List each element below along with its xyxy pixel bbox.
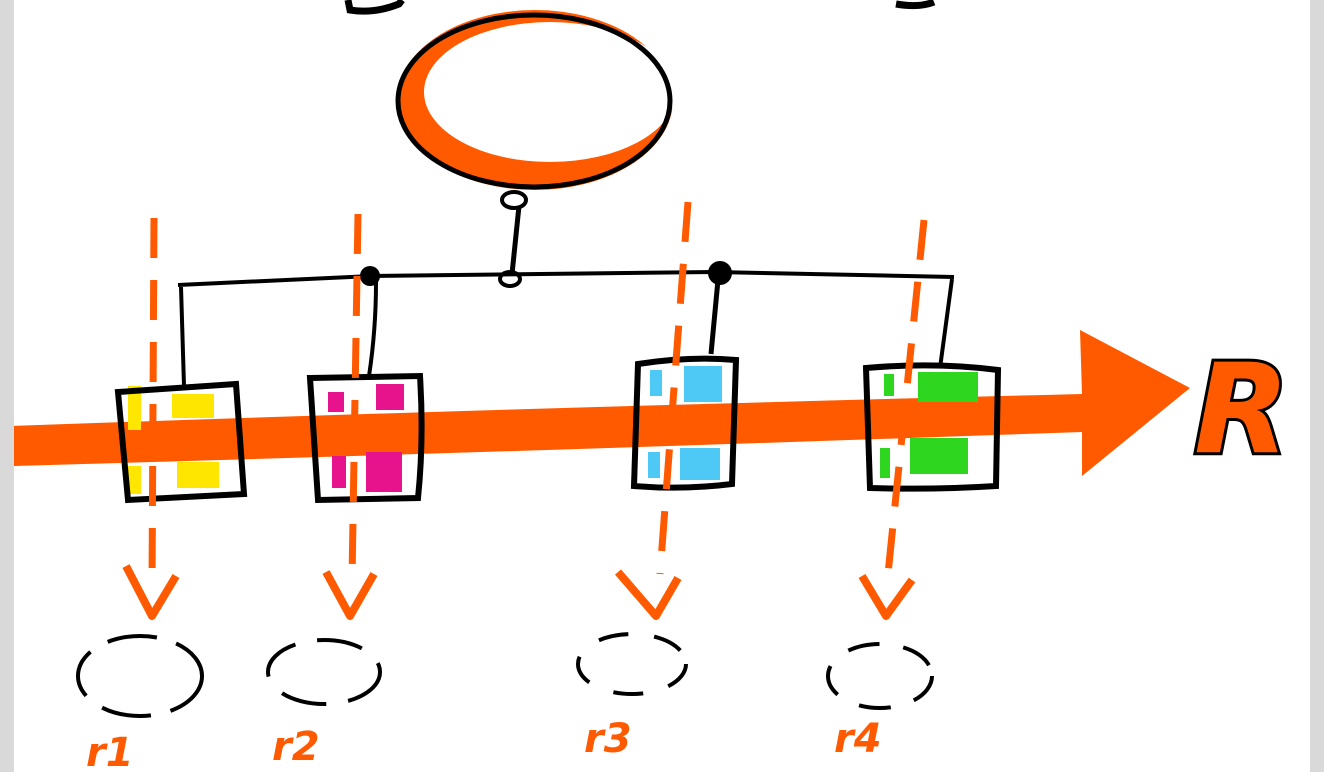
box-1: [114, 380, 248, 504]
box-3: [630, 355, 740, 491]
drop-line-1: [179, 286, 186, 387]
bus-line: [177, 269, 955, 287]
output-circle-4: [826, 642, 934, 710]
bus-node-2: [360, 266, 380, 286]
arrow-label-r: R: [1191, 335, 1292, 485]
arrow-label-r-fill: R: [1194, 338, 1289, 482]
top-loop-outline: [395, 12, 673, 190]
top-connector-ring: [500, 190, 528, 210]
drop-line-4: [938, 278, 954, 369]
diagram-svg: R r1 r2 r3 r4: [14, 0, 1292, 772]
top-connector-line: [509, 205, 522, 275]
bus-joint-ring: [498, 270, 522, 288]
output-label-r2: r2: [272, 724, 320, 770]
output-arrow-3: [614, 201, 692, 620]
box-2: [306, 372, 425, 504]
output-label-r3: r3: [584, 716, 632, 762]
output-label-r4: r4: [834, 716, 882, 762]
output-arrow-1: [122, 217, 180, 620]
top-text-fragment-left: [344, 0, 405, 15]
drop-line-2: [367, 281, 378, 377]
drop-line-3: [708, 279, 721, 355]
output-label-r1: r1: [86, 730, 134, 772]
output-circle-3: [576, 632, 688, 696]
output-circle-2: [266, 638, 382, 706]
diagram-canvas: R r1 r2 r3 r4: [14, 0, 1310, 772]
output-circle-1: [76, 634, 204, 718]
output-arrow-4: [858, 219, 928, 620]
main-arrow: [14, 330, 1190, 476]
top-loop-inner: [424, 22, 676, 162]
output-arrow-2: [322, 213, 378, 620]
top-text-fragment-right: [895, 0, 936, 10]
bus-node-3: [708, 261, 732, 285]
